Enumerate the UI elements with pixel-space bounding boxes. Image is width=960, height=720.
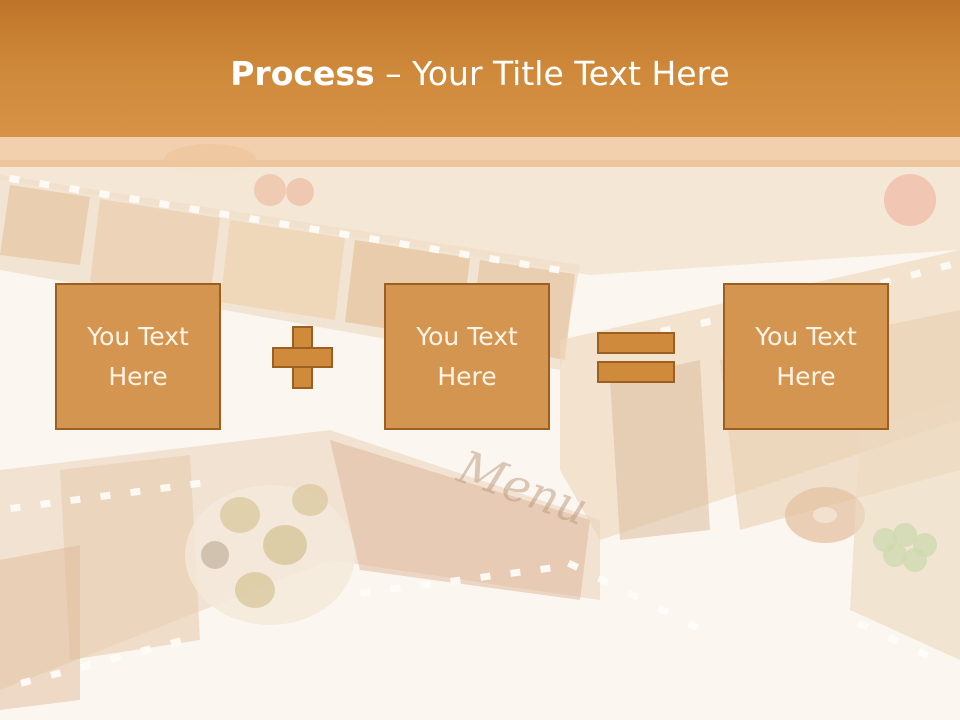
equals-icon-bottom-bar	[597, 361, 675, 383]
process-box-3-label: You Text Here	[755, 321, 857, 391]
process-box-3[interactable]: You Text Here	[723, 283, 889, 430]
process-box-2-label: You Text Here	[416, 321, 518, 391]
sprocket-holes	[8, 174, 952, 687]
tomato-image	[254, 174, 286, 206]
process-box-2[interactable]: You Text Here	[384, 283, 550, 430]
process-box-1[interactable]: You Text Here	[55, 283, 221, 430]
title-bold: Process	[230, 54, 375, 93]
plus-icon-center	[294, 349, 311, 366]
title-rest: – Your Title Text Here	[374, 54, 730, 93]
equals-icon-top-bar	[597, 332, 675, 354]
title-banner	[0, 0, 960, 137]
film-strip-bottom-right	[850, 400, 960, 660]
title-banner-shadow	[0, 137, 960, 167]
slide-title: Process – Your Title Text Here	[0, 50, 960, 98]
process-box-1-label: You Text Here	[87, 321, 189, 391]
